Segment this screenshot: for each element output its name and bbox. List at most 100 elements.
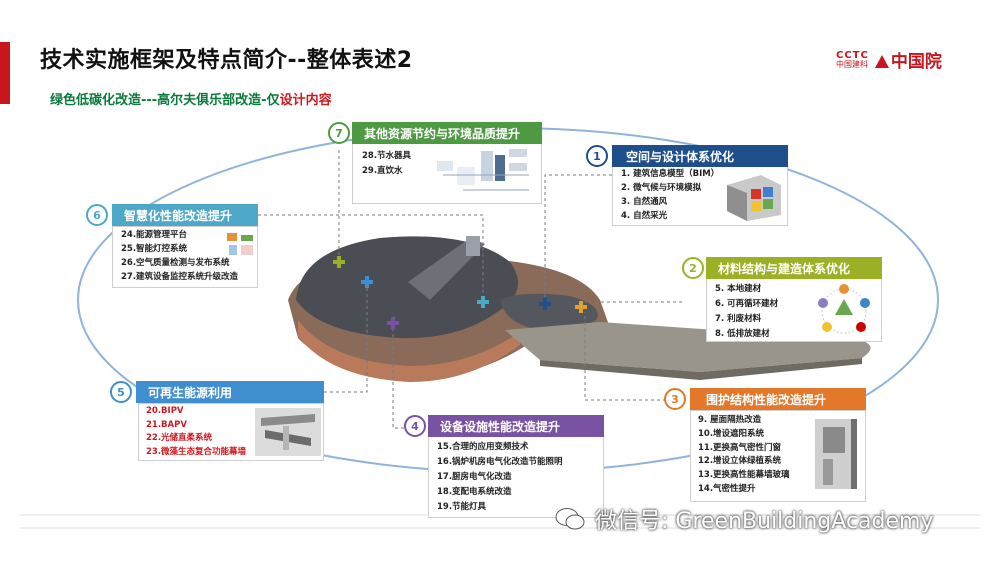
connector-6 [258, 214, 484, 302]
panel-7-number: 7 [328, 122, 350, 144]
list-item: 14.气密性提升 [698, 483, 756, 494]
page-title: 技术实施框架及特点简介--整体表述2 [40, 48, 413, 73]
list-item: 19.节能灯具 [437, 502, 487, 512]
panel-4-header: 设备设施性能改造提升 [428, 415, 604, 437]
page-subtitle: 绿色低碳化改造---高尔夫俱乐部改造-仅设计内容 [50, 89, 332, 108]
panel-5-header: 可再生能源利用 [136, 381, 324, 403]
panel-1-items: 1. 建筑信息模型（BIM） 2. 微气候与环境模拟 3. 自然通风 4. 自然… [621, 167, 719, 223]
markers [333, 256, 587, 329]
panel-2-title: 材料结构与建造体系优化 [718, 261, 851, 276]
panel-3-header: 围护结构性能改造提升 [690, 388, 866, 410]
list-item: 27.建筑设备监控系统升级改造 [121, 272, 239, 282]
panel-7-title: 其他资源节约与环境品质提升 [364, 126, 521, 141]
panel-7-number-text: 7 [335, 126, 343, 140]
list-item: 23.微藻生态复合功能幕墙 [146, 446, 247, 457]
panel-6-items: 24.能源管理平台 25.智能灯控系统 26.空气质量检测与发布系统 27.建筑… [121, 228, 238, 284]
bim-model-thumbnail [727, 175, 781, 221]
marker-2 [575, 301, 587, 313]
roof-extension [500, 293, 598, 331]
list-item: 18.变配电系统改造 [437, 487, 512, 497]
panel-3-title: 围护结构性能改造提升 [706, 392, 827, 407]
list-item: 8. 低排放建材 [715, 329, 770, 339]
panel-1-title: 空间与设计体系优化 [626, 149, 735, 164]
logo-institute-text: 中国院 [890, 52, 942, 72]
list-item: 17.厨房电气化改造 [437, 472, 512, 482]
list-item: 20.BIPV [146, 406, 184, 416]
panel-4-number: 4 [404, 415, 426, 437]
panel-renewable-energy: 20.BIPV 21.BAPV 22.光储直柔系统 23.微藻生态复合功能幕墙 [138, 403, 324, 461]
list-item: 26.空气质量检测与发布系统 [121, 258, 230, 268]
list-item: 16.锅炉机房电气化改造节能照明 [437, 457, 563, 467]
logo-cctc-text: CCTC [836, 49, 869, 61]
list-item: 29.直饮水 [362, 166, 403, 176]
panel-6-title: 智慧化性能改造提升 [124, 208, 233, 223]
panel-6-header: 智慧化性能改造提升 [112, 204, 258, 226]
logo-institute: 中国院 [874, 47, 942, 72]
marker-7 [333, 256, 345, 268]
list-item: 9. 屋面隔热改造 [698, 415, 762, 425]
wechat-watermark: 微信号: GreenBuildingAcademy [555, 503, 933, 535]
roof-ridge [408, 238, 485, 300]
facade-section-thumbnail [815, 419, 857, 489]
list-item: 13.更换高性能幕墙玻璃 [698, 470, 790, 481]
logo-cn-text: 中国建科 [836, 59, 868, 69]
panel-5-items: 20.BIPV 21.BAPV 22.光储直柔系统 23.微藻生态复合功能幕墙 [146, 405, 246, 459]
panel-3-items: 9. 屋面隔热改造 10.增设遮阳系统 11.更换高气密性门窗 12.增设立体绿… [698, 414, 790, 497]
building-facade [298, 320, 520, 382]
panel-2-number: 2 [682, 257, 704, 279]
panel-2-items: 5. 本地建材 6. 可再循环建材 7. 利废材料 8. 低排放建材 [715, 282, 778, 342]
panel-resource-saving: 28.节水器具 29.直饮水 [352, 140, 542, 204]
water-system-thumbnail [437, 149, 529, 191]
marker-4 [387, 317, 399, 329]
title-accent-bar [0, 42, 10, 104]
logo-triangle-icon [874, 55, 889, 68]
panel-5-number-text: 5 [117, 385, 125, 399]
list-item: 15.合理的应用变频技术 [437, 442, 529, 452]
panel-4-items: 15.合理的应用变频技术 16.锅炉机房电气化改造节能照明 17.厨房电气化改造… [437, 440, 563, 515]
panel-3-number: 3 [664, 388, 686, 410]
list-item: 28.节水器具 [362, 151, 412, 161]
panel-7-header: 其他资源节约与环境品质提升 [352, 122, 542, 144]
panel-1-number-text: 1 [593, 149, 601, 163]
list-item: 7. 利废材料 [715, 314, 762, 324]
recycle-cycle-thumbnail [818, 284, 870, 334]
panel-materials: 5. 本地建材 6. 可再循环建材 7. 利废材料 8. 低排放建材 [706, 278, 882, 342]
panel-2-number-text: 2 [689, 261, 697, 275]
panel-5-number: 5 [110, 381, 132, 403]
list-item: 4. 自然采光 [621, 211, 668, 221]
panel-smart-upgrade: 24.能源管理平台 25.智能灯控系统 26.空气质量检测与发布系统 27.建筑… [112, 226, 258, 288]
list-item: 2. 微气候与环境模拟 [621, 183, 702, 193]
cabr-logo: CCTC 中国建科 中国院 [836, 47, 942, 72]
connector-1 [544, 174, 612, 302]
pv-facade-thumbnail [255, 408, 321, 456]
subtitle-highlight: 设计内容 [279, 93, 332, 108]
marker-1 [539, 298, 551, 310]
panel-6-number-text: 6 [93, 208, 101, 222]
smart-control-thumbnail [227, 233, 253, 255]
chimney-tower [466, 236, 480, 256]
connector-4 [392, 326, 410, 429]
wechat-icon [555, 508, 585, 530]
panel-7-items: 28.节水器具 29.直饮水 [362, 149, 411, 179]
panel-envelope-upgrade: 9. 屋面隔热改造 10.增设遮阳系统 11.更换高气密性门窗 12.增设立体绿… [690, 410, 866, 502]
panel-4-number-text: 4 [411, 419, 419, 433]
list-item: 24.能源管理平台 [121, 230, 188, 240]
marker-5 [361, 276, 373, 288]
marker-6 [477, 296, 489, 308]
list-item: 21.BAPV [146, 419, 187, 430]
list-item: 1. 建筑信息模型（BIM） [621, 169, 720, 179]
panel-equipment-upgrade: 15.合理的应用变频技术 16.锅炉机房电气化改造节能照明 17.厨房电气化改造… [428, 436, 604, 518]
panel-3-number-text: 3 [671, 392, 679, 406]
list-item: 25.智能灯控系统 [121, 244, 188, 254]
panel-4-title: 设备设施性能改造提升 [440, 419, 561, 434]
panel-2-header: 材料结构与建造体系优化 [706, 257, 882, 279]
list-item: 12.增设立体绿植系统 [698, 456, 782, 467]
list-item: 6. 可再循环建材 [715, 299, 779, 309]
watermark-text: 微信号: GreenBuildingAcademy [595, 509, 934, 534]
list-item: 11.更换高气密性门窗 [698, 442, 782, 453]
list-item: 5. 本地建材 [715, 284, 762, 294]
list-item: 3. 自然通风 [621, 197, 668, 207]
panel-1-number: 1 [586, 145, 608, 167]
panel-5-title: 可再生能源利用 [148, 385, 233, 400]
